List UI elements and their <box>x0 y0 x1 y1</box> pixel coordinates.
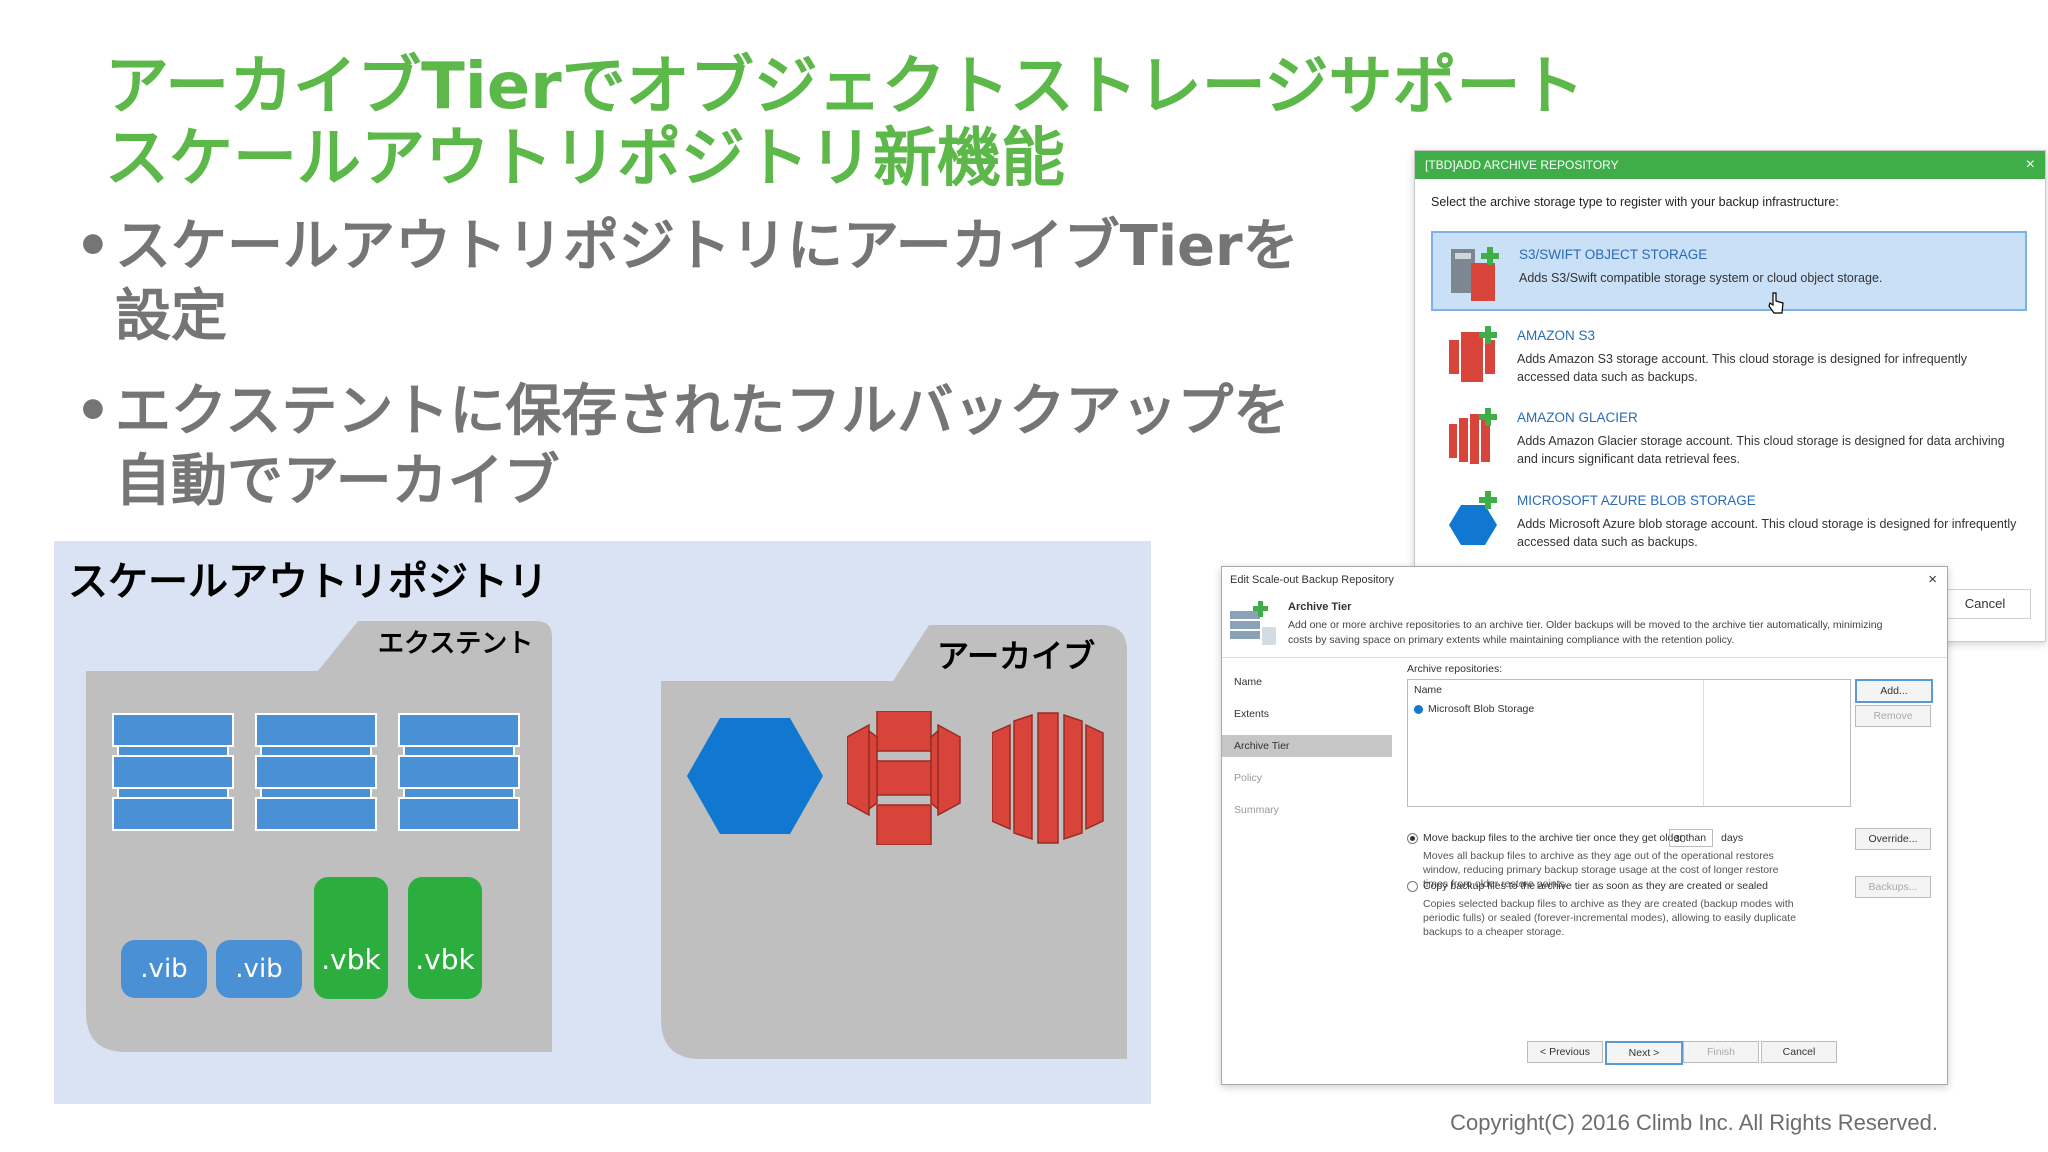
diagram-title: スケールアウトリポジトリ <box>68 559 548 605</box>
override-button[interactable]: Override... <box>1855 828 1931 850</box>
bullet-item: • エクステントに保存されたフルバックアップを 自動でアーカイブ <box>75 377 1415 517</box>
nav-item-policy[interactable]: Policy <box>1234 772 1263 784</box>
bullet-symbol: • <box>75 379 111 444</box>
vbk-file: .vbk <box>314 877 388 999</box>
cancel-button[interactable]: Cancel <box>1939 589 2031 619</box>
column-header-name: Name <box>1414 684 1443 696</box>
dialog-title: Edit Scale-out Backup Repository <box>1230 574 1394 586</box>
option-amazon-glacier[interactable]: AMAZON GLACIER Adds Amazon Glacier stora… <box>1431 396 2027 476</box>
previous-button[interactable]: < Previous <box>1527 1041 1603 1063</box>
nav-item-name[interactable]: Name <box>1234 676 1263 688</box>
amazon-glacier-icon <box>1449 408 1497 464</box>
s3-swift-storage-icon <box>1451 247 1499 301</box>
option-desc: Adds Amazon Glacier storage account. Thi… <box>1517 434 2005 466</box>
option-desc: Adds Microsoft Azure blob storage accoun… <box>1517 517 2017 549</box>
option-name: S3/SWIFT OBJECT STORAGE <box>1519 247 1708 262</box>
disk-stacks <box>112 713 520 831</box>
dialog-titlebar: [TBD]ADD ARCHIVE REPOSITORY × <box>1415 151 2045 179</box>
option-name: AMAZON GLACIER <box>1517 410 1638 425</box>
wizard-nav: Name Extents Archive Tier Policy Summary <box>1222 657 1392 1084</box>
archive-repositories-label: Archive repositories: <box>1407 663 1503 675</box>
move-radio[interactable] <box>1407 833 1418 844</box>
bullet-text: エクステントに保存されたフルバックアップを 自動でアーカイブ <box>115 379 1290 514</box>
wizard-header: Archive Tier Add one or more archive rep… <box>1222 593 1947 658</box>
copy-radio[interactable] <box>1407 881 1418 892</box>
list-item[interactable]: Microsoft Blob Storage <box>1414 702 1694 718</box>
scaleout-diagram: スケールアウトリポジトリ エクステント .vib .vib .vbk .vbk … <box>54 541 1151 1104</box>
edit-sobr-dialog: Edit Scale-out Backup Repository × Archi… <box>1221 566 1948 1085</box>
slide-title-line1: アーカイブTierでオブジェクトストレージサポート <box>105 50 1585 124</box>
bullet-item: • スケールアウトリポジトリにアーカイブTierを 設定 <box>75 212 1415 352</box>
finish-button[interactable]: Finish <box>1683 1041 1759 1063</box>
days-label: days <box>1721 832 1744 844</box>
move-option-label: Move backup files to the archive tier on… <box>1423 832 1707 844</box>
azure-hexagon-icon <box>687 718 823 834</box>
aws-glacier-icon <box>992 712 1104 844</box>
option-azure-blob[interactable]: MICROSOFT AZURE BLOB STORAGE Adds Micros… <box>1431 479 2027 559</box>
copyright-text: Copyright(C) 2016 Climb Inc. All Rights … <box>1450 1110 1938 1135</box>
extent-label: エクステント <box>378 629 534 659</box>
cancel-button[interactable]: Cancel <box>1761 1041 1837 1063</box>
nav-item-summary[interactable]: Summary <box>1234 804 1279 816</box>
wizard-step-desc: Add one or more archive repositories to … <box>1288 619 1883 646</box>
close-icon[interactable]: × <box>1928 571 1937 588</box>
archive-label: アーカイブ <box>937 637 1096 675</box>
close-icon[interactable]: × <box>2025 156 2035 173</box>
bullet-symbol: • <box>75 214 111 279</box>
slide-title-line2: スケールアウトリポジトリ新機能 <box>105 122 1065 196</box>
vib-file: .vib <box>216 940 302 998</box>
dialog-intro: Select the archive storage type to regis… <box>1431 195 1839 209</box>
option-name: AMAZON S3 <box>1517 328 1596 343</box>
remove-button[interactable]: Remove <box>1855 705 1931 727</box>
add-archive-repository-dialog: [TBD]ADD ARCHIVE REPOSITORY × Select the… <box>1414 150 2046 642</box>
repo-name: Microsoft Blob Storage <box>1428 703 1535 715</box>
nav-item-extents[interactable]: Extents <box>1234 708 1270 720</box>
copy-option-desc: Copies selected backup files to archive … <box>1423 898 1796 938</box>
bullet-text: スケールアウトリポジトリにアーカイブTierを 設定 <box>115 214 1299 349</box>
column-divider <box>1703 680 1704 806</box>
vib-file: .vib <box>121 940 207 998</box>
move-option-desc: Moves all backup files to archive as the… <box>1423 850 1779 890</box>
wizard-content: Archive repositories: Name Microsoft Blo… <box>1407 663 1937 1073</box>
option-desc: Adds S3/Swift compatible storage system … <box>1519 271 1883 285</box>
mouse-cursor-icon <box>1768 292 1784 314</box>
dialog-titlebar: Edit Scale-out Backup Repository × <box>1222 567 1947 593</box>
archive-repositories-list[interactable]: Name Microsoft Blob Storage <box>1407 679 1851 807</box>
option-desc: Adds Amazon S3 storage account. This clo… <box>1517 352 1968 384</box>
wizard-step-title: Archive Tier <box>1288 601 1352 613</box>
option-name: MICROSOFT AZURE BLOB STORAGE <box>1517 493 1756 508</box>
option-amazon-s3[interactable]: AMAZON S3 Adds Amazon S3 storage account… <box>1431 314 2027 394</box>
aws-s3-icon <box>847 711 961 845</box>
days-stepper[interactable]: 30 <box>1669 829 1713 847</box>
archive-folder <box>661 625 1127 1059</box>
azure-icon <box>1414 705 1423 714</box>
next-button[interactable]: Next > <box>1605 1041 1683 1065</box>
add-button[interactable]: Add... <box>1855 679 1933 703</box>
nav-item-archive-tier[interactable]: Archive Tier <box>1222 735 1392 757</box>
dialog-title: [TBD]ADD ARCHIVE REPOSITORY <box>1425 158 1619 172</box>
vbk-file: .vbk <box>408 877 482 999</box>
repository-icon <box>1230 601 1276 645</box>
backups-button[interactable]: Backups... <box>1855 876 1931 898</box>
copy-option-label: Copy backup files to the archive tier as… <box>1423 880 1768 892</box>
azure-blob-icon <box>1449 491 1497 545</box>
option-s3-swift[interactable]: S3/SWIFT OBJECT STORAGE Adds S3/Swift co… <box>1431 231 2027 314</box>
amazon-s3-icon <box>1449 326 1497 382</box>
